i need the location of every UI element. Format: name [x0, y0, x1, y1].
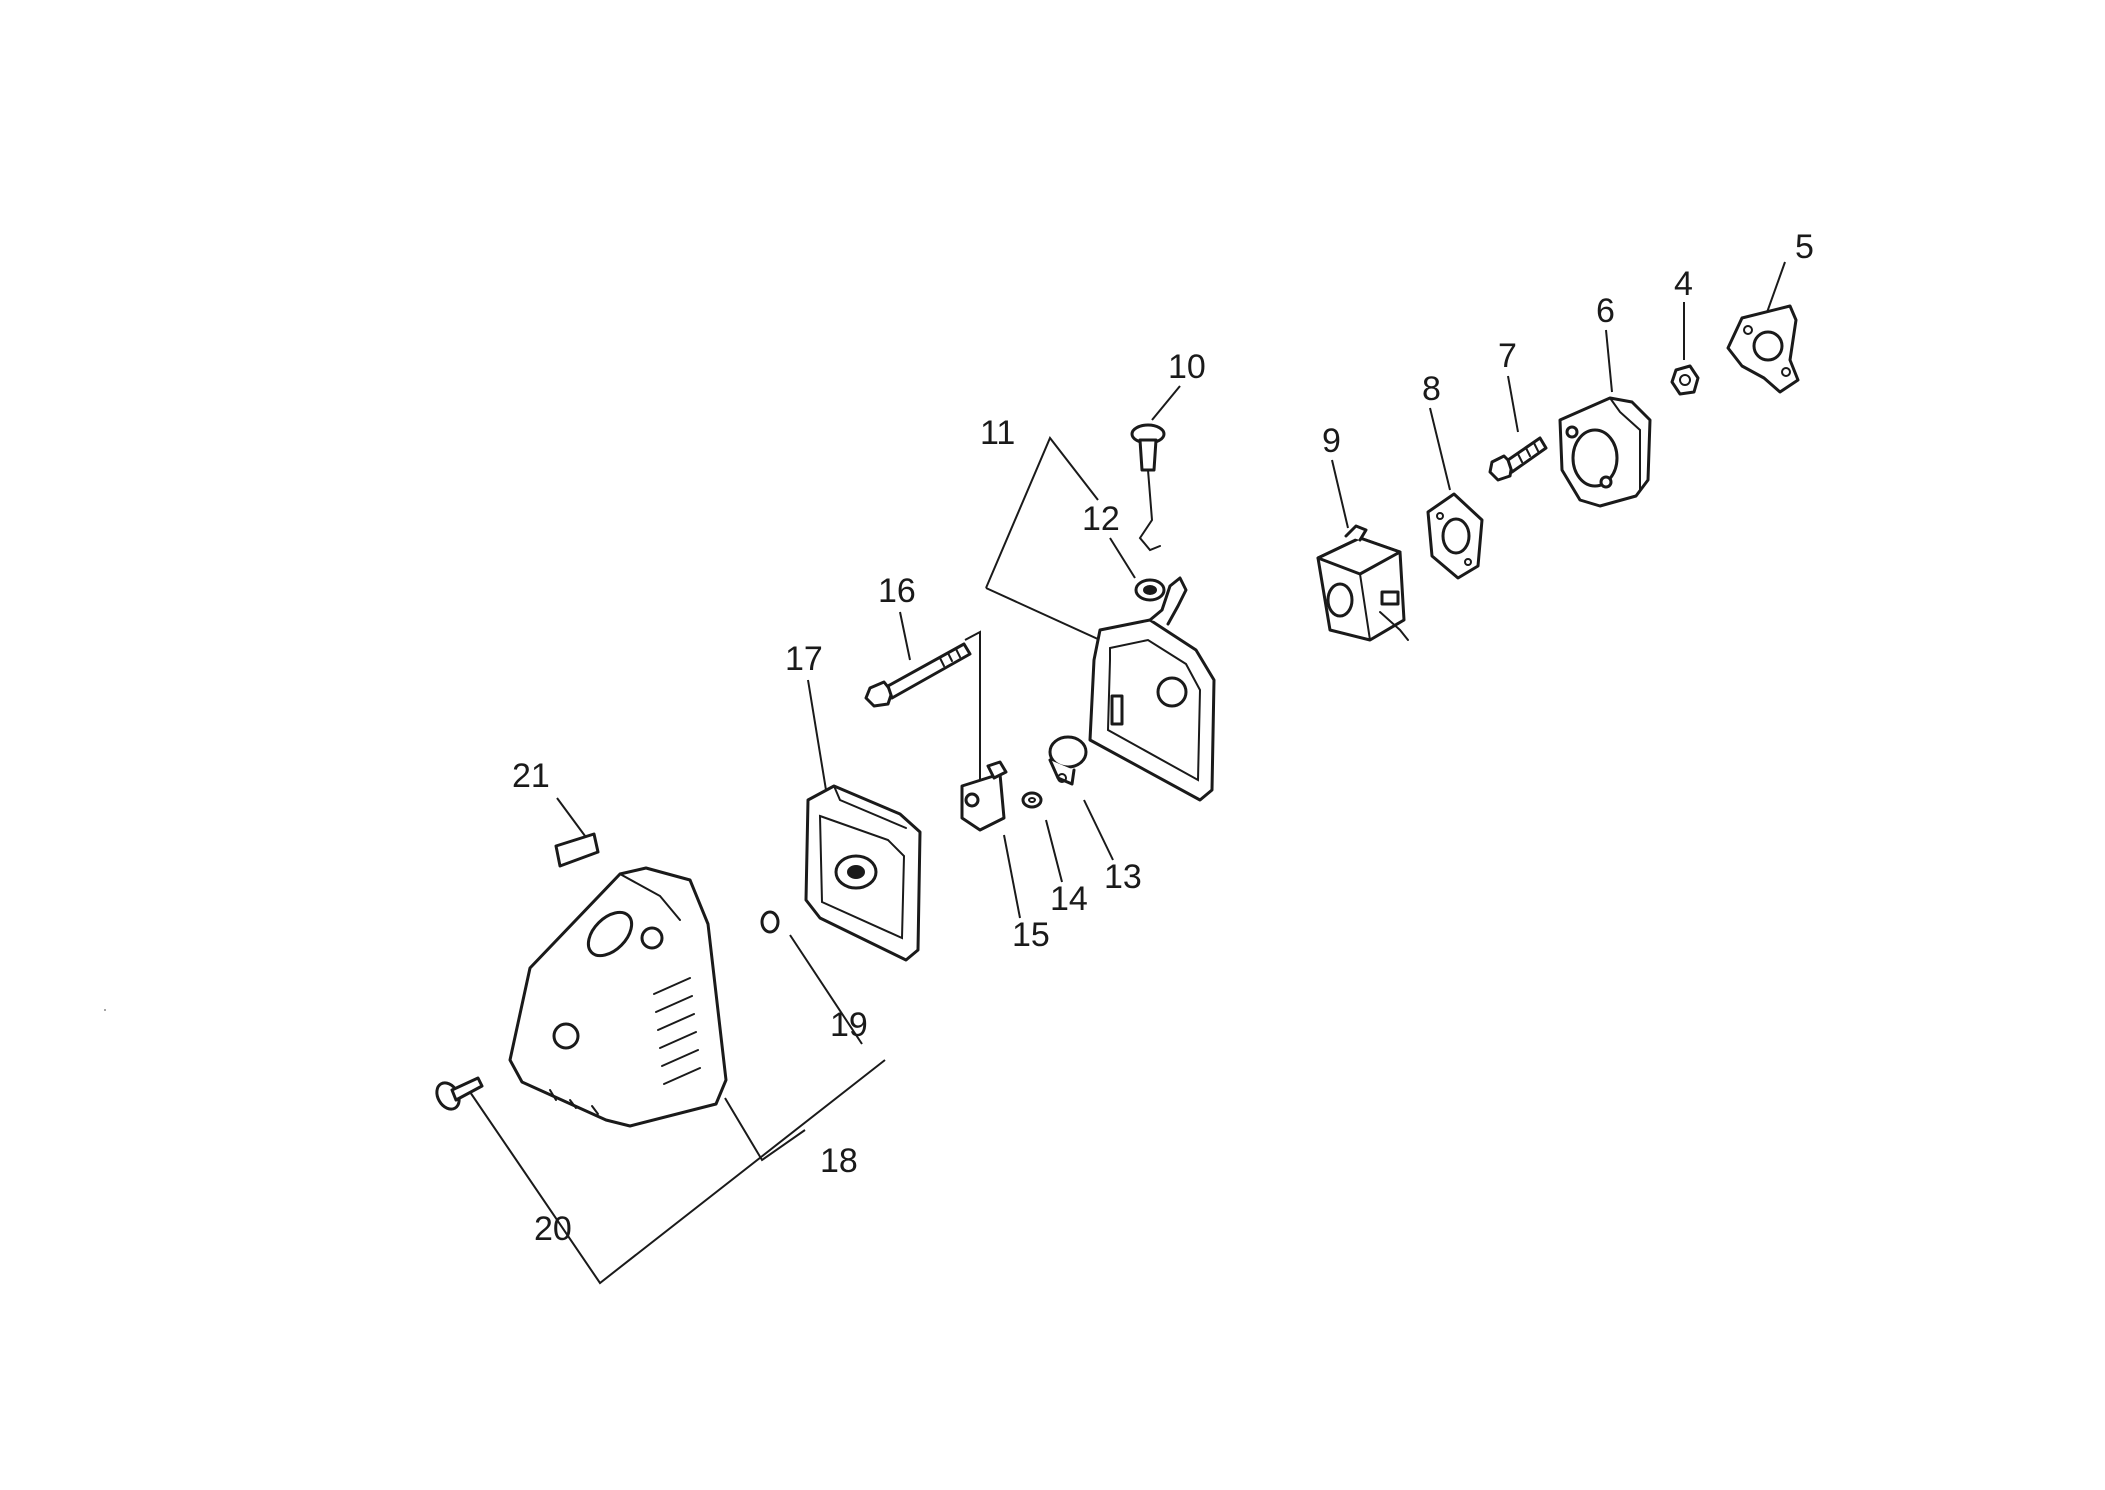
callout-15: 15	[1012, 916, 1050, 954]
callout-14: 14	[1050, 880, 1088, 918]
callout-17: 17	[785, 640, 823, 678]
part-5-gasket	[1726, 304, 1800, 394]
callout-6: 6	[1596, 292, 1615, 330]
callout-8: 8	[1422, 370, 1441, 408]
callout-7: 7	[1498, 337, 1517, 375]
callout-16: 16	[878, 572, 916, 610]
callout-10: 10	[1168, 348, 1206, 386]
part-8-gasket	[1426, 492, 1484, 580]
part-11-air-cleaner-base	[1088, 576, 1216, 802]
callout-4: 4	[1674, 265, 1693, 303]
part-16-long-bolt	[864, 642, 972, 708]
part-7-bolt	[1488, 436, 1548, 482]
callout-5: 5	[1795, 228, 1814, 266]
callout-18: 18	[820, 1142, 858, 1180]
callout-11: 11	[980, 414, 1015, 452]
callout-9: 9	[1322, 422, 1341, 460]
callout-20: 20	[534, 1210, 572, 1248]
callout-21: 21	[512, 757, 550, 795]
stray-mark	[104, 1009, 106, 1011]
part-6-insulator	[1558, 396, 1652, 508]
part-15-bracket	[960, 760, 1008, 832]
callout-12: 12	[1082, 500, 1120, 538]
leader-lines	[469, 261, 1786, 1285]
callout-13: 13	[1104, 858, 1142, 896]
part-14-washer	[1021, 791, 1043, 809]
part-21-label	[554, 832, 600, 868]
part-18-cover	[508, 866, 728, 1128]
part-17-air-filter	[804, 784, 922, 962]
part-20-knob-screw	[435, 1076, 484, 1111]
part-12-grommet	[1134, 578, 1166, 602]
part-10-choke-rod	[1130, 423, 1166, 552]
part-13-choke-plate	[1048, 735, 1088, 786]
part-19-o-ring	[760, 910, 780, 934]
part-9-carburetor	[1316, 524, 1409, 642]
part-4-nut	[1670, 364, 1700, 396]
